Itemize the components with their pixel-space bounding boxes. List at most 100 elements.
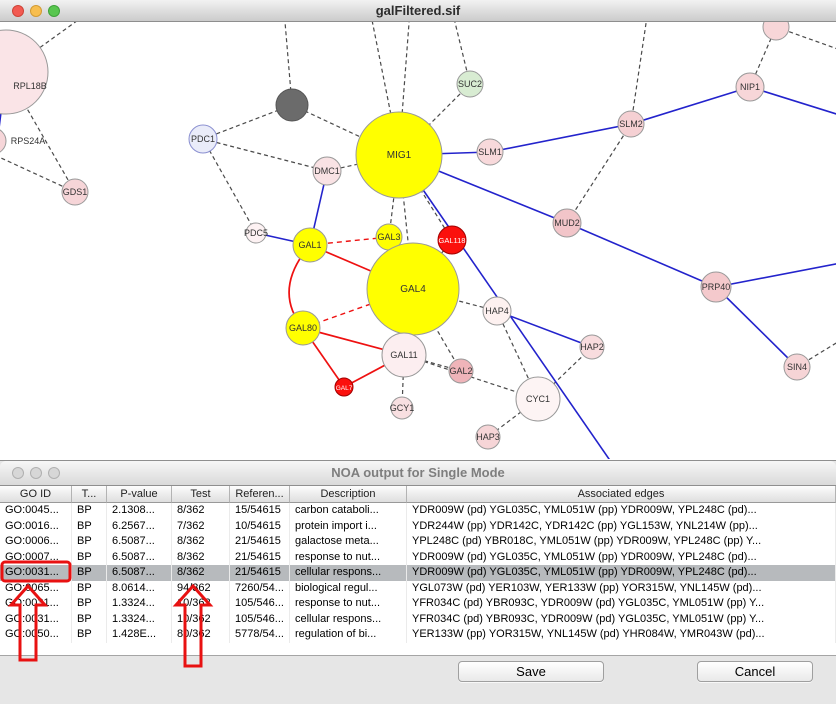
column-header[interactable]: Associated edges [407,486,836,503]
network-node-dmc1[interactable] [312,156,342,186]
table-cell: cellular respons... [290,611,407,627]
column-header[interactable]: GO ID [0,486,72,503]
noa-close-button[interactable] [12,467,24,479]
network-node-gal7[interactable] [334,377,354,397]
network-node-gal118[interactable] [437,225,467,255]
network-node-cyc1[interactable] [515,376,561,422]
node-label: NIP1 [740,82,760,92]
network-node-gds1[interactable] [61,178,89,206]
cancel-button[interactable]: Cancel [697,661,813,682]
table-cell: BP [72,503,107,519]
table-cell: GO:0031... [0,596,72,612]
table-cell: YGL073W (pd) YER103W, YER133W (pp) YOR31… [407,580,836,596]
noa-zoom-button[interactable] [48,467,60,479]
network-node-mud2[interactable] [552,208,582,238]
network-minimize-button[interactable] [30,5,42,17]
table-cell: 10/362 [172,596,230,612]
table-cell: BP [72,596,107,612]
network-node-hap2[interactable] [579,334,605,360]
table-cell: 7/362 [172,518,230,534]
network-node-pdc5[interactable] [245,222,267,244]
network-edge [749,86,836,115]
network-node-sin4[interactable] [783,353,811,381]
network-edge [630,22,647,125]
network-close-button[interactable] [12,5,24,17]
network-node-hap4[interactable] [482,296,512,326]
save-button[interactable]: Save [458,661,604,682]
network-node-gal80[interactable] [285,310,321,346]
network-edge [0,156,76,193]
column-header[interactable]: Referen... [230,486,290,503]
network-edge [398,83,471,156]
table-cell: YDR009W (pd) YGL035C, YML051W (pp) YDR00… [407,503,836,519]
network-node-gray-node[interactable] [275,88,309,122]
column-header[interactable]: T... [72,486,107,503]
table-cell: 80/362 [172,627,230,643]
node-label: SLM1 [478,147,502,157]
node-label: HAP3 [476,432,500,442]
table-cell: 7260/54... [230,580,290,596]
column-header[interactable]: P-value [107,486,172,503]
network-node-hap3[interactable] [475,424,501,450]
network-node-slm2[interactable] [617,110,645,138]
network-node-rpl18b[interactable] [0,29,49,115]
network-edge [398,154,453,241]
table-cell: GO:0031... [0,565,72,581]
table-cell: GO:0050... [0,627,72,643]
table-cell: carbon cataboli... [290,503,407,519]
network-node-nip1[interactable] [735,72,765,102]
node-label: PRP40 [702,282,731,292]
network-node-gal1[interactable] [292,227,328,263]
noa-minimize-button[interactable] [30,467,42,479]
table-cell: 15/54615 [230,503,290,519]
node-label: PDC1 [191,134,215,144]
network-node-rps24a[interactable] [0,128,7,154]
table-cell: 21/54615 [230,565,290,581]
network-node-mig1[interactable] [355,111,443,199]
noa-window-titlebar[interactable]: NOA output for Single Mode [0,461,836,486]
table-cell: 6.5087... [107,549,172,565]
table-cell: YDR009W (pd) YGL035C, YML051W (pp) YDR00… [407,565,836,581]
table-cell: YDR009W (pd) YGL035C, YML051W (pp) YDR00… [407,549,836,565]
node-label: GAL118 [439,236,466,245]
table-cell: response to nut... [290,596,407,612]
node-label: HAP2 [580,342,604,352]
network-node-node-topright[interactable] [762,22,790,41]
network-edge [202,138,257,234]
network-node-gal2[interactable] [448,358,474,384]
node-label: CYC1 [526,394,550,404]
table-cell: BP [72,627,107,643]
network-window-titlebar[interactable]: galFiltered.sif [0,0,836,22]
network-node-gal11[interactable] [381,332,427,378]
network-node-gcy1[interactable] [390,396,414,420]
network-node-prp40[interactable] [700,271,732,303]
network-node-slm1[interactable] [476,138,504,166]
table-cell: 8/362 [172,565,230,581]
table-cell: 8.0614... [107,580,172,596]
table-cell: 6.5087... [107,565,172,581]
column-header[interactable]: Description [290,486,407,503]
network-window-title: galFiltered.sif [375,3,461,18]
network-node-pdc1[interactable] [188,124,218,154]
network-node-suc2[interactable] [456,70,484,98]
network-edge [454,22,471,85]
node-label: GAL7 [336,385,353,392]
table-cell: protein import i... [290,518,407,534]
node-label: GAL1 [298,240,321,250]
column-header[interactable]: Test [172,486,230,503]
network-edge [715,286,798,368]
network-zoom-button[interactable] [48,5,60,17]
